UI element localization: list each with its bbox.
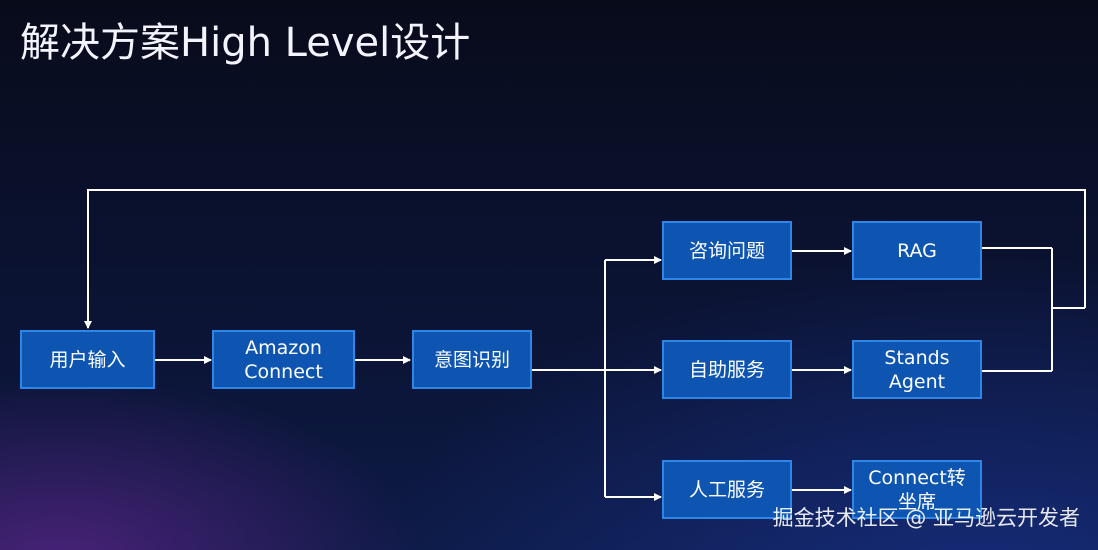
arrow-feedback-loop [84, 189, 1086, 329]
node-rag: RAG [852, 221, 982, 280]
node-connect-seat: Connect转 坐席 [852, 460, 982, 519]
node-consult-question: 咨询问题 [662, 221, 792, 280]
node-user-input: 用户输入 [20, 330, 155, 389]
watermark: 掘金技术社区 @ 亚马逊云开发者 [772, 506, 1080, 530]
node-self-service: 自助服务 [662, 340, 792, 399]
node-intent-recognition: 意图识别 [412, 330, 532, 389]
node-amazon-connect: Amazon Connect [212, 330, 355, 389]
node-human-service: 人工服务 [662, 460, 792, 519]
slide-title: 解决方案High Level设计 [20, 20, 471, 66]
node-stands-agent: Stands Agent [852, 340, 982, 399]
